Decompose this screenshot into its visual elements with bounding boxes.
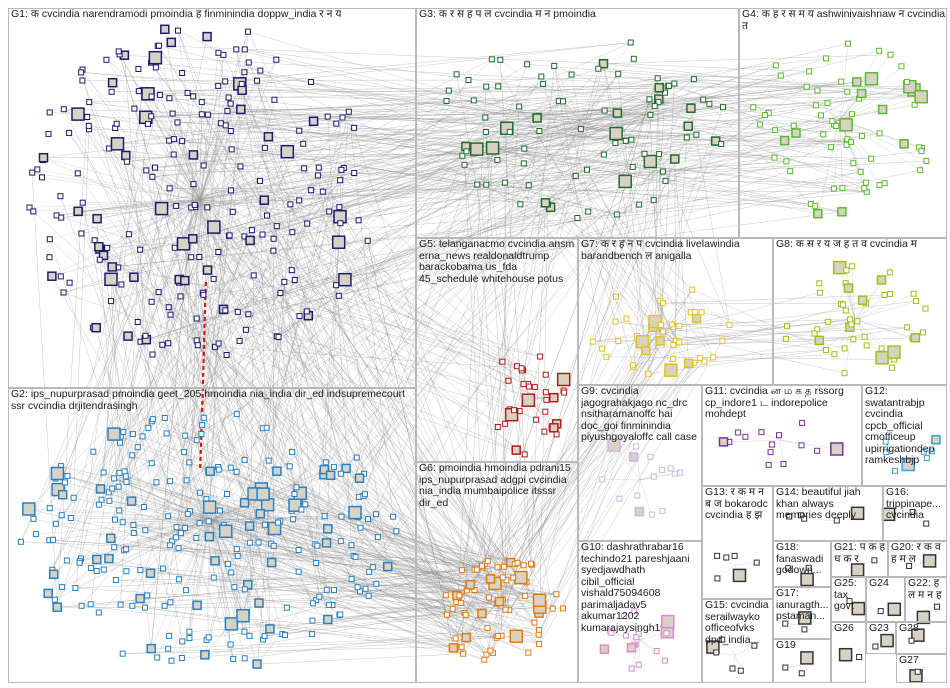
group-g8-label: G8: क स र य ज ह त व cvcindia म xyxy=(776,239,917,251)
group-g12[interactable]: G12: swatantrabjp cvcindia cpcb_official… xyxy=(862,385,947,486)
group-g9[interactable]: G9: cvcindia jagograhakjago nc_drc nsith… xyxy=(578,385,702,541)
group-g20[interactable]: G20: र क व ह म ल xyxy=(888,541,947,577)
group-g6-label: G6: pmoindia hmoindia pdrani15 ips_nupur… xyxy=(419,463,577,509)
group-g17-label: G17: ianuragth... pstaman... xyxy=(776,588,830,623)
group-g11-label: G11: cvcindia ன ம க த rssorg cp_indore1 … xyxy=(705,386,861,421)
group-g21[interactable]: G21: प क ह ध क र xyxy=(831,541,888,577)
group-g17[interactable]: G17: ianuragth... pstaman... xyxy=(773,587,831,639)
group-g5-label: G5: telanganacmo cvcindia ansm erna_news… xyxy=(419,239,577,285)
group-g16-label: G16: trippinape... cvcindia xyxy=(886,487,946,522)
group-g25[interactable]: G25: tax govt xyxy=(831,577,866,622)
group-g12-label: G12: swatantrabjp cvcindia cpcb_official… xyxy=(865,386,946,467)
group-g1-label: G1: क cvcindia narendramodi pmoindia ह f… xyxy=(11,9,341,21)
group-g6[interactable]: G6: pmoindia hmoindia pdrani15 ips_nupur… xyxy=(416,462,578,683)
group-g4[interactable]: G4: क ह र स म य ashwinivaishnaw न cvcind… xyxy=(739,8,947,238)
group-g23-label: G23 xyxy=(869,623,889,635)
group-g10-label: G10: dashrathrabar16 techindo21 pareshja… xyxy=(581,542,701,634)
group-g19[interactable]: G19 xyxy=(773,639,831,683)
group-g14-label: G14: beautiful jiah khan always memories… xyxy=(776,487,882,522)
group-g23[interactable]: G23 xyxy=(866,622,896,654)
group-g15-label: G15: cvcindia serailwayko officeofvks dp… xyxy=(705,600,772,646)
group-g7-label: G7: क र ह न प cvcindia livelawindia bara… xyxy=(581,239,772,262)
group-g5[interactable]: G5: telanganacmo cvcindia ansm erna_news… xyxy=(416,238,578,462)
group-g26[interactable]: G26 xyxy=(831,622,866,683)
group-g2[interactable]: G2: ips_nupurprasad pmoindia geet_205 hm… xyxy=(8,388,416,683)
group-g26-label: G26 xyxy=(834,623,854,635)
group-g19-label: G19 xyxy=(776,640,796,652)
group-g9-label: G9: cvcindia jagograhakjago nc_drc nsith… xyxy=(581,386,701,444)
group-g8[interactable]: G8: क स र य ज ह त व cvcindia म xyxy=(773,238,947,385)
group-g24[interactable]: G24 xyxy=(866,577,905,622)
group-g14[interactable]: G14: beautiful jiah khan always memories… xyxy=(773,486,883,541)
group-g27-label: G27 xyxy=(899,655,919,667)
group-g3[interactable]: G3: क र स ह प ल cvcindia म न pmoindia xyxy=(416,8,739,238)
group-g10[interactable]: G10: dashrathrabar16 techindo21 pareshja… xyxy=(578,541,702,683)
group-g11[interactable]: G11: cvcindia ன ம க த rssorg cp_indore1 … xyxy=(702,385,862,486)
group-g25-label: G25: tax govt xyxy=(834,578,865,613)
group-g1[interactable]: G1: क cvcindia narendramodi pmoindia ह f… xyxy=(8,8,416,388)
group-g28[interactable]: G28 xyxy=(896,622,947,654)
group-g28-label: G28 xyxy=(899,623,919,635)
group-g15[interactable]: G15: cvcindia serailwayko officeofvks dp… xyxy=(702,599,773,683)
group-g4-label: G4: क ह र स म य ashwinivaishnaw न cvcind… xyxy=(742,9,946,32)
group-g7[interactable]: G7: क र ह न प cvcindia livelawindia bara… xyxy=(578,238,773,385)
group-g13-label: G13: र क म न ब ज bokarodc cvcindia ह झ xyxy=(705,487,772,522)
group-g24-label: G24 xyxy=(869,578,889,590)
group-g18-label: G18: fanaswadi godown... xyxy=(776,542,830,577)
group-g22[interactable]: G22: ह ल म न ह xyxy=(905,577,947,622)
group-g20-label: G20: र क व ह म ल xyxy=(891,542,946,565)
group-g13[interactable]: G13: र क म न ब ज bokarodc cvcindia ह झ xyxy=(702,486,773,599)
group-g2-label: G2: ips_nupurprasad pmoindia geet_205 hm… xyxy=(11,389,415,412)
group-g22-label: G22: ह ल म न ह xyxy=(908,578,946,601)
group-g18[interactable]: G18: fanaswadi godown... xyxy=(773,541,831,587)
group-g16[interactable]: G16: trippinape... cvcindia xyxy=(883,486,947,541)
group-g21-label: G21: प क ह ध क र xyxy=(834,542,887,565)
group-g3-label: G3: क र स ह प ल cvcindia म न pmoindia xyxy=(419,9,596,21)
group-g27[interactable]: G27 xyxy=(896,654,947,683)
